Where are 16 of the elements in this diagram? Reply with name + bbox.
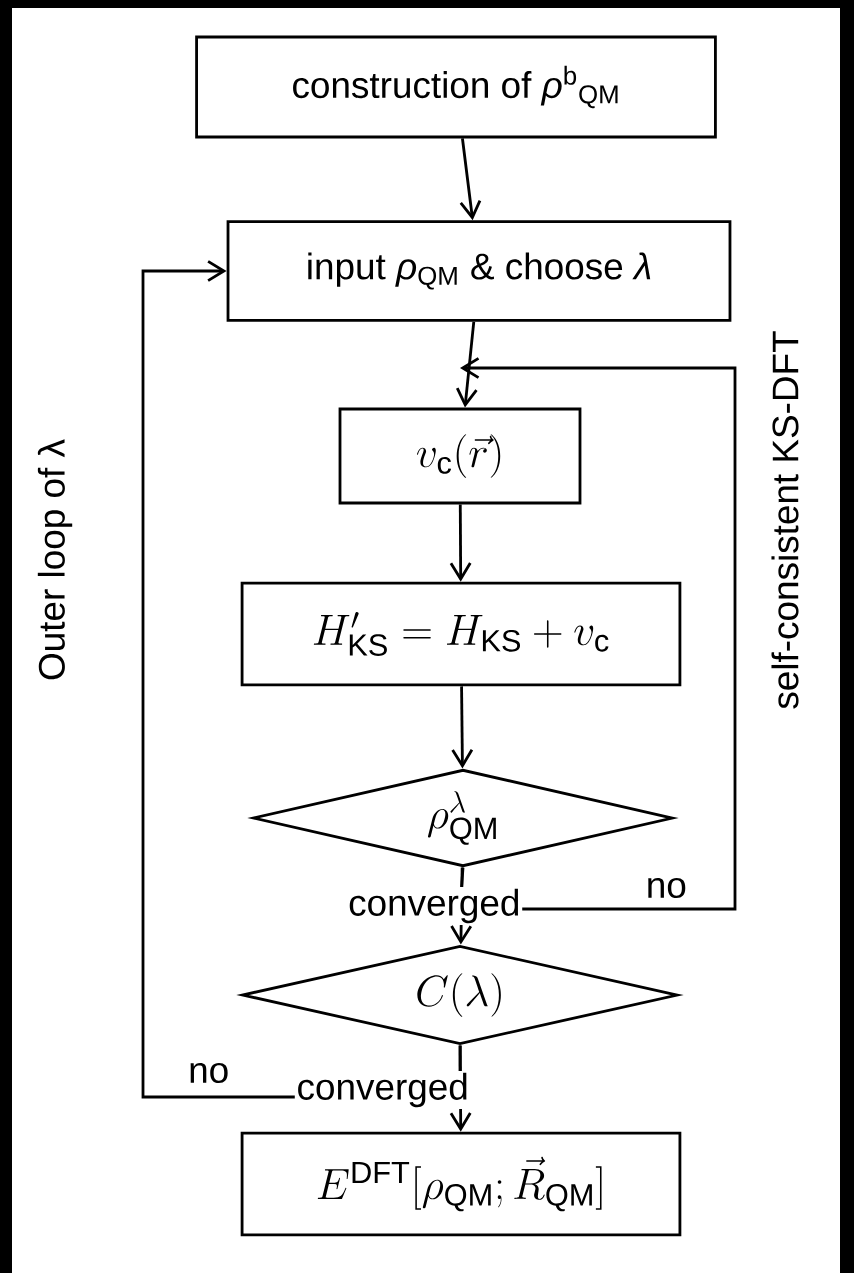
edge-label: converged: [294, 1071, 471, 1109]
process-box: $E^{\mathrm{DFT}}[\rho_{\mathrm{QM}};\vec{R}_{\mathrm{QM}}]$: [240, 1131, 682, 1237]
arrow: [449, 504, 472, 582]
loop-label: Outer loop of λ: [37, 439, 73, 680]
process-box: $v_{\mathrm{c}}(\vec{r})$: [338, 407, 582, 505]
arrow: [456, 321, 478, 408]
arrow: [458, 357, 737, 911]
process-box: $H'_{\mathrm{KS}} = H_{\mathrm{KS}} + v_{\mathrm{c}}$: [240, 581, 682, 687]
edge-label: no: [644, 876, 689, 900]
arrow: [451, 686, 474, 769]
process-box: construction of ρ$^{b}$QM: [195, 35, 717, 139]
edge-label: no: [186, 1061, 231, 1085]
loop-label: self-consistent KS-DFT: [771, 331, 799, 709]
arrow: [459, 138, 482, 221]
process-box: input ρ$_{QM}$ & choose λ: [226, 220, 732, 322]
edge-label: converged: [346, 887, 523, 925]
